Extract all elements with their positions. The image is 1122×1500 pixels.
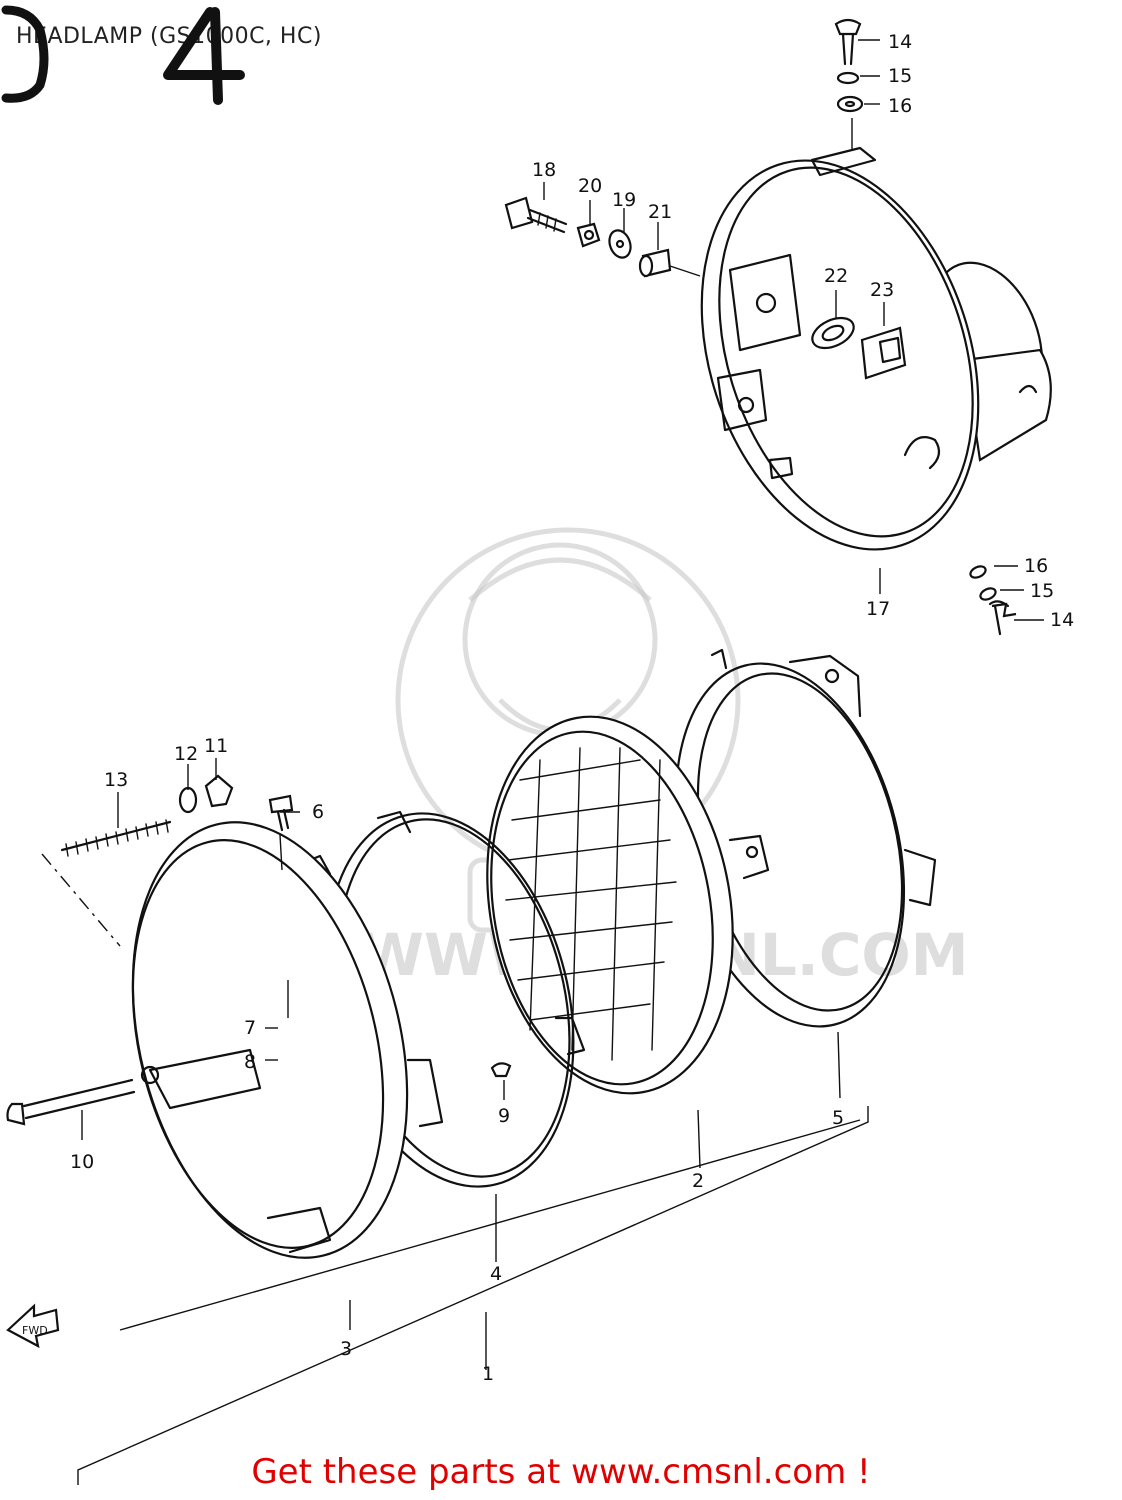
page-marker bbox=[6, 10, 240, 100]
part-label-21: 21 bbox=[648, 201, 672, 223]
footer-link[interactable]: Get these parts at www.cmsnl.com ! bbox=[251, 1452, 871, 1492]
part-label-9: 9 bbox=[498, 1105, 510, 1127]
screw bbox=[990, 601, 1016, 634]
part-label-5: 5 bbox=[832, 1107, 844, 1129]
part-label-17: 17 bbox=[866, 598, 890, 620]
part-label-10: 10 bbox=[70, 1151, 94, 1173]
washer bbox=[180, 788, 196, 812]
bolt bbox=[506, 198, 566, 232]
callout-leaders bbox=[42, 40, 1044, 1485]
part-label-4: 4 bbox=[490, 1263, 502, 1285]
part-label-13: 13 bbox=[104, 769, 128, 791]
front-arrow-label: FWD bbox=[22, 1324, 48, 1337]
part-label-2: 2 bbox=[692, 1170, 704, 1192]
part-label-19: 19 bbox=[612, 189, 636, 211]
adjusting-screw bbox=[8, 1080, 135, 1124]
part-label-6: 6 bbox=[312, 801, 324, 823]
washer bbox=[969, 564, 988, 580]
nut bbox=[206, 776, 232, 806]
part-label-23: 23 bbox=[870, 279, 894, 301]
part-label-3: 3 bbox=[340, 1338, 352, 1360]
part-label-7: 7 bbox=[244, 1017, 256, 1039]
part-labels: 1 2 3 4 5 6 7 8 9 10 11 12 13 14 15 16 1… bbox=[70, 31, 1074, 1385]
headlamp-rim bbox=[90, 793, 450, 1287]
washer bbox=[606, 227, 634, 260]
washer bbox=[838, 97, 862, 111]
part-label-18: 18 bbox=[532, 159, 556, 181]
part-label-15-top: 15 bbox=[888, 65, 912, 87]
part-label-8: 8 bbox=[244, 1051, 256, 1073]
screw bbox=[492, 1063, 510, 1076]
part-label-11: 11 bbox=[204, 735, 228, 757]
grommet bbox=[808, 312, 859, 354]
front-arrow-icon: FWD bbox=[8, 1306, 58, 1346]
collar bbox=[640, 250, 670, 276]
part-label-22: 22 bbox=[824, 265, 848, 287]
lock-washer bbox=[979, 586, 998, 602]
page-title: HEADLAMP (GS1000C, HC) bbox=[16, 24, 322, 49]
lock-washer bbox=[838, 73, 858, 83]
part-label-20: 20 bbox=[578, 175, 602, 197]
part-label-14-top: 14 bbox=[888, 31, 912, 53]
cushion bbox=[862, 328, 905, 378]
screw bbox=[270, 796, 292, 830]
spring bbox=[62, 820, 170, 856]
headlamp-housing bbox=[655, 125, 1063, 586]
part-label-14-bottom: 14 bbox=[1050, 609, 1074, 631]
part-label-15-bottom: 15 bbox=[1030, 580, 1054, 602]
sealed-beam bbox=[459, 697, 768, 1113]
part-label-1: 1 bbox=[482, 1363, 494, 1385]
part-label-16-top: 16 bbox=[888, 95, 912, 117]
part-label-12: 12 bbox=[174, 743, 198, 765]
screw bbox=[836, 20, 860, 64]
nut bbox=[578, 224, 599, 246]
part-label-16-bottom: 16 bbox=[1024, 555, 1048, 577]
